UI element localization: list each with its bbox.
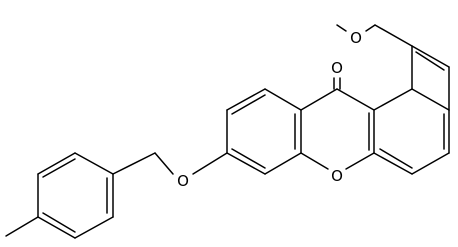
- methoxy-oxygen-text: O: [350, 29, 362, 47]
- carbonyl-oxygen-label: O: [329, 58, 345, 77]
- ether-oxygen-text: O: [177, 172, 189, 190]
- carbonyl-bond: [333, 77, 341, 90]
- ring-oxygen-text: O: [331, 167, 343, 185]
- methoxy-oxygen-label: O: [348, 29, 364, 48]
- ether-oxygen-label: O: [175, 172, 191, 192]
- methoxy-group: [336, 24, 413, 47]
- benzyl-ether-linkage: [112, 152, 228, 175]
- ring-oxygen-label: O: [329, 167, 345, 187]
- methoxyphenyl-ring: [373, 45, 450, 175]
- tolyl-ring: [5, 152, 114, 239]
- carbonyl-oxygen-text: O: [331, 59, 343, 77]
- pyranone-ring: [300, 88, 375, 170]
- benzo-ring: [226, 88, 302, 175]
